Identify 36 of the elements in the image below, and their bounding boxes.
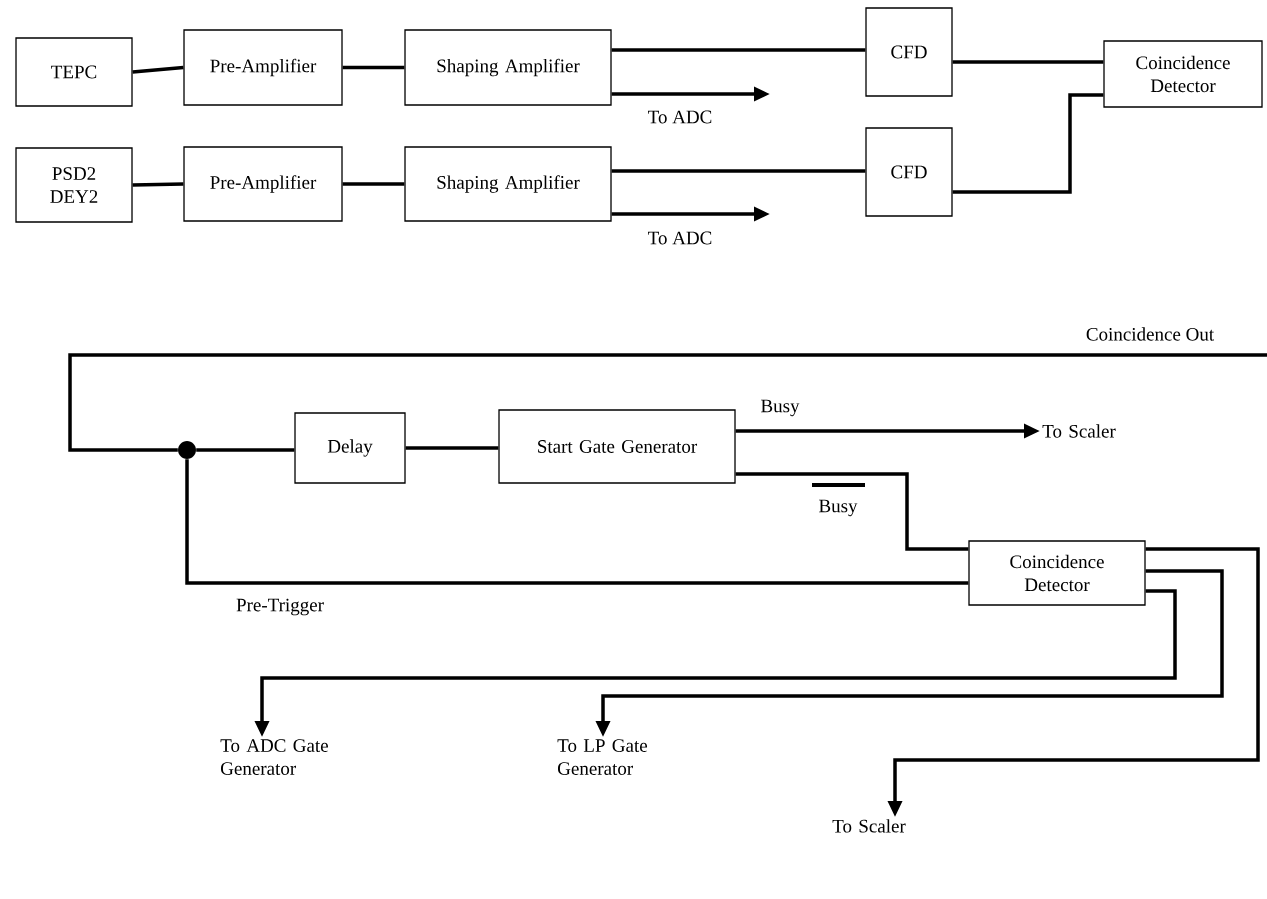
process-box: Shaping Amplifier	[404, 29, 612, 106]
process-box: Coincidence Detector	[1103, 40, 1263, 108]
destination-label: To LP Gate Generator	[557, 739, 648, 775]
detector-box: PSD2 DEY2	[15, 147, 133, 223]
connector	[611, 48, 866, 52]
junction-dot	[178, 441, 196, 459]
process-box: Delay	[294, 412, 406, 484]
edge-label: Pre-Trigger	[235, 597, 325, 617]
edge-label: To ADC	[646, 109, 714, 125]
process-box: CFD	[865, 127, 953, 217]
process-box: Coincidence Detector	[968, 540, 1146, 606]
process-box: CFD	[865, 7, 953, 97]
destination-label: To Scaler	[832, 819, 906, 833]
destination-label: To ADC Gate Generator	[220, 739, 328, 775]
connector	[196, 448, 295, 452]
detector-box: TEPC	[15, 37, 133, 107]
connector	[952, 93, 1104, 194]
process-box: Start Gate Generator	[498, 409, 736, 484]
connector	[132, 182, 184, 187]
edge-label: Busy	[812, 483, 865, 518]
connector	[611, 169, 866, 173]
edge-label: Coincidence Out	[1084, 326, 1216, 342]
edge-label: To ADC	[646, 230, 714, 246]
connector	[132, 65, 184, 74]
connector	[68, 353, 1267, 452]
process-box: Shaping Amplifier	[404, 146, 612, 222]
connector	[342, 182, 405, 186]
destination-label: To Scaler	[1042, 424, 1116, 438]
connector	[735, 472, 969, 551]
connector	[952, 60, 1104, 64]
process-box: Pre-Amplifier	[183, 29, 343, 106]
connector	[185, 459, 969, 585]
connector	[405, 446, 499, 450]
edge-label: Busy	[759, 398, 801, 418]
process-box: Pre-Amplifier	[183, 146, 343, 222]
connector	[342, 65, 405, 70]
